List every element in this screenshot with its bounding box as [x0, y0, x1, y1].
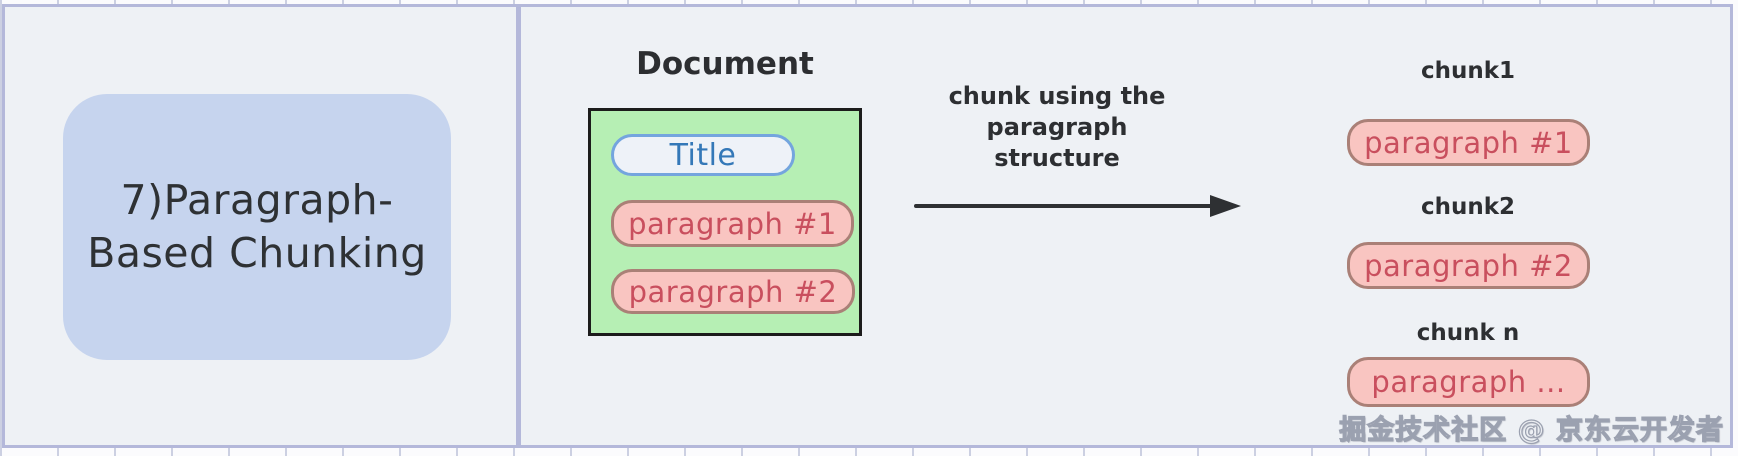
section-title-box: 7)Paragraph- Based Chunking	[63, 94, 451, 360]
chunk1-label: chunk1	[1420, 58, 1516, 84]
arrow-caption-line2: paragraph	[986, 113, 1128, 141]
arrow-caption-line3: structure	[994, 144, 1120, 172]
arrow-caption: chunk using the paragraph structure	[937, 81, 1177, 174]
document-label: Document	[636, 46, 814, 82]
arrow-caption-line1: chunk using the	[948, 82, 1166, 110]
document-paragraph-1-pill: paragraph #1	[611, 200, 854, 247]
chunk1-paragraph-pill: paragraph #1	[1347, 119, 1590, 166]
chunk2-label: chunk2	[1420, 194, 1516, 220]
arrow-line	[914, 204, 1214, 208]
chunk-n-paragraph-pill: paragraph ...	[1347, 357, 1590, 407]
document-paragraph-2-pill: paragraph #2	[611, 269, 855, 314]
cell-divider	[516, 4, 521, 448]
arrow-head-icon	[1210, 195, 1241, 217]
watermark-text: 掘金技术社区 @ 京东云开发者	[1339, 414, 1724, 446]
section-title-line1: 7)Paragraph-	[120, 176, 394, 224]
document-box: Title paragraph #1 paragraph #2	[588, 108, 862, 336]
section-title-line2: Based Chunking	[87, 229, 427, 277]
chunk2-paragraph-pill: paragraph #2	[1347, 242, 1590, 289]
chunk-n-label: chunk n	[1416, 320, 1520, 346]
document-title-pill: Title	[611, 134, 795, 176]
